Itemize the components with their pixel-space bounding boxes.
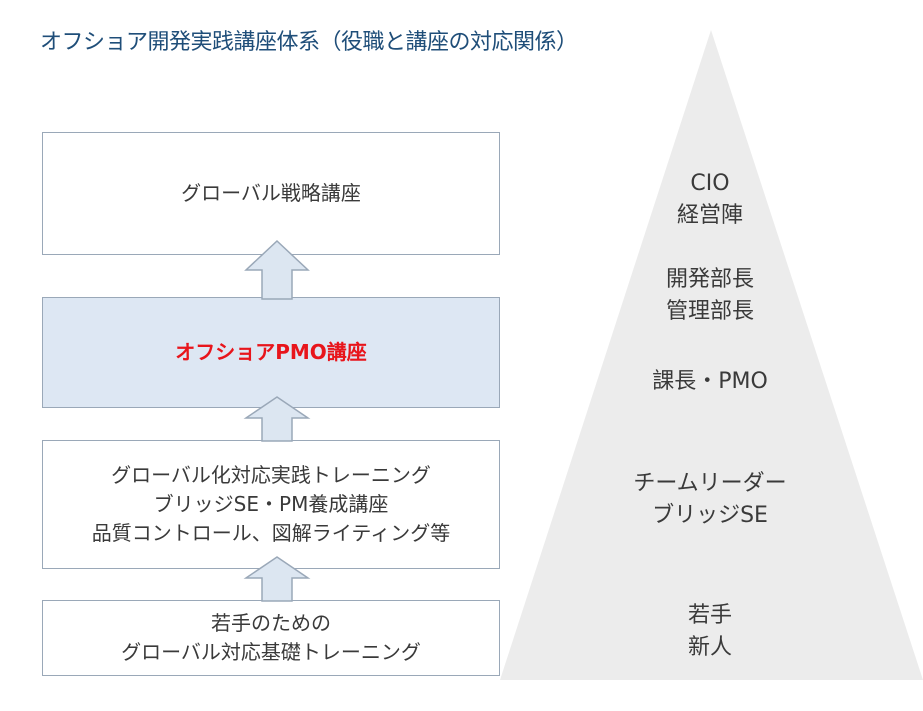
page-title: オフショア開発実践講座体系（役職と講座の対応関係）	[40, 30, 578, 55]
role-pyramid	[500, 30, 923, 680]
course-label: 品質コントロール、図解ライティング等	[91, 521, 451, 545]
role-line: CIO	[690, 171, 730, 196]
course-label: ブリッジSE・PM養成講座	[153, 492, 389, 516]
role-line: 若手	[687, 603, 732, 628]
role-line: 開発部長	[665, 267, 754, 292]
role-line: ブリッジSE	[652, 503, 768, 528]
up-arrow-icon	[244, 239, 310, 300]
course-label: グローバル戦略講座	[181, 181, 361, 205]
course-box-young-basic[interactable]: 若手のための グローバル対応基礎トレーニング	[42, 600, 500, 676]
role-label-dept-head: 開発部長 管理部長	[580, 264, 840, 328]
role-label-team-leader: チームリーダー ブリッジSE	[580, 468, 840, 532]
up-arrow-icon	[243, 556, 311, 602]
role-line: 課長・PMO	[652, 369, 768, 394]
course-label: 若手のための	[211, 611, 331, 635]
role-line: 管理部長	[665, 299, 754, 324]
role-line: 経営陣	[676, 203, 743, 228]
course-box-global-practice[interactable]: グローバル化対応実践トレーニング ブリッジSE・PM養成講座 品質コントロール、…	[42, 440, 500, 569]
role-line: チームリーダー	[633, 471, 787, 496]
pyramid-shape	[500, 30, 923, 680]
course-label: グローバル化対応実践トレーニング	[111, 463, 431, 487]
course-label: グローバル対応基礎トレーニング	[121, 640, 421, 664]
role-label-cio: CIO 経営陣	[580, 168, 840, 232]
role-label-manager-pmo: 課長・PMO	[580, 366, 840, 398]
up-arrow-icon	[243, 396, 311, 442]
course-label-highlight: オフショアPMO講座	[175, 340, 367, 364]
course-box-offshore-pmo[interactable]: オフショアPMO講座	[42, 297, 500, 408]
course-box-global-strategy[interactable]: グローバル戦略講座	[42, 132, 500, 255]
role-line: 新人	[687, 635, 732, 660]
role-label-new-hire: 若手 新人	[580, 600, 840, 664]
